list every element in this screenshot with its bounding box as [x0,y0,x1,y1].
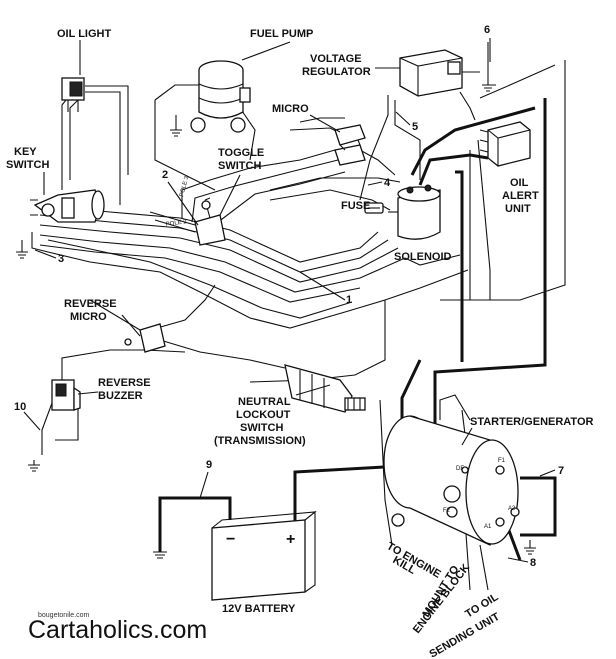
term-df: DF [456,466,464,472]
label-pole-3: POLE 3 [179,175,190,197]
brand-watermark: Cartaholics.com [28,616,207,644]
reverse-micro [124,323,166,353]
callout-10: 10 [14,401,26,413]
callout-8: 8 [530,557,536,569]
label-neutral: NEUTRAL [238,396,291,408]
label-toggle-switch: SWITCH [218,160,261,172]
label-oil: OIL [510,177,529,189]
neutral-lockout-switch [284,364,366,413]
label-solenoid: SOLENOID [394,251,452,263]
label-toggle: TOGGLE [218,147,264,159]
label-transmission: (TRANSMISSION) [214,435,306,447]
label-voltage: VOLTAGE [310,53,362,65]
callout-4: 4 [384,177,391,189]
label-reverse-micro-2: MICRO [70,311,107,323]
callout-2: 2 [162,169,168,181]
label-sending-unit: SENDING UNIT [428,611,503,659]
label-alert: ALERT [502,190,539,202]
callout-3: 3 [58,253,64,265]
label-reverse-buzzer-1: REVERSE [98,377,151,389]
term-f2: F2 [443,508,451,514]
label-pole-2: POLE 2 [165,219,187,228]
label-fuel-pump: FUEL PUMP [250,28,313,40]
callout-numbers: 1 2 3 4 5 6 7 8 9 10 [14,24,564,569]
micro-switch [334,124,366,166]
label-regulator: REGULATOR [302,66,371,78]
starter-generator [383,415,520,546]
callout-9: 9 [206,459,212,471]
fuel-pump [170,60,251,137]
label-engine-block: ENGINE BLOCK [411,562,472,636]
battery [211,510,317,601]
label-reverse-buzzer-2: BUZZER [98,390,143,402]
label-key-switch: SWITCH [6,159,49,171]
callout-1: 1 [346,294,352,306]
label-battery: 12V BATTERY [222,603,296,615]
solenoid [388,184,441,240]
wire-harness [31,60,566,591]
label-lockout: LOCKOUT [236,409,291,421]
label-oil-light: OIL LIGHT [57,28,111,40]
toggle-switch [149,197,226,246]
term-a1: A1 [484,524,492,530]
oil-light [61,77,85,112]
label-starter-generator: STARTER/GENERATOR [470,416,594,428]
label-fuse: FUSE [341,200,370,212]
battery-minus: − [226,531,235,548]
label-reverse-micro-1: REVERSE [64,298,117,310]
battery-plus: + [286,531,295,548]
leader-lines [23,38,556,563]
callout-6: 6 [484,24,490,36]
ground-symbols [16,42,536,559]
label-key: KEY [14,146,37,158]
oil-alert-unit [479,121,531,167]
label-micro: MICRO [272,103,309,115]
source-watermark: bougetonile.com [38,612,90,619]
term-f1: F1 [498,458,506,464]
label-neutral-switch: SWITCH [240,422,283,434]
callout-5: 5 [412,121,418,133]
label-unit: UNIT [505,203,531,215]
term-a2: A2 [508,506,516,512]
key-switch [30,189,105,223]
reverse-buzzer [51,379,81,411]
callout-7: 7 [558,465,564,477]
voltage-regulator [399,49,480,97]
